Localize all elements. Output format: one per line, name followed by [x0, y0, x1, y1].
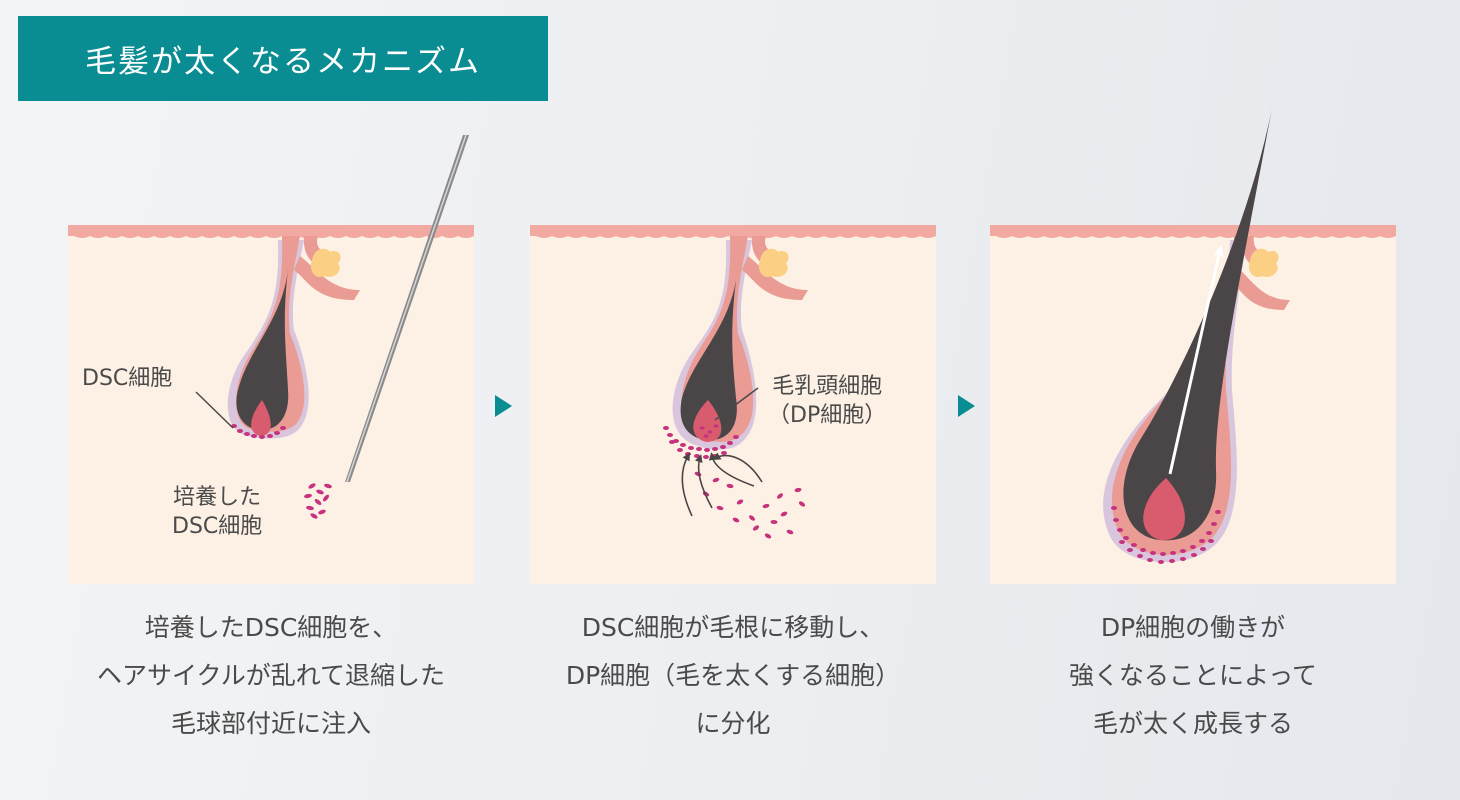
panel-injection: [68, 134, 474, 584]
migration-arrow-icon: [681, 452, 763, 517]
caption-step-3: DP細胞の働きが 強くなることによって 毛が太く成長する: [963, 604, 1423, 748]
caption-step-1: 培養したDSC細胞を、 ヘアサイクルが乱れて退縮した 毛球部付近に注入: [41, 604, 501, 748]
skin-surface: [990, 225, 1396, 238]
label-cultured-dsc-line1: 培養した: [173, 485, 262, 510]
dermal-papilla: [693, 400, 722, 442]
caption-step-3-line: 強くなることによって: [1068, 661, 1317, 690]
hair-shaft: [1123, 108, 1272, 541]
next-step-arrow-icon: [958, 395, 975, 417]
label-cultured-dsc-line2: DSC細胞: [172, 514, 263, 539]
dermal-papilla: [1143, 478, 1185, 541]
label-dermal-papilla-line1: 毛乳頭細胞: [772, 374, 883, 399]
hair-shaft: [680, 280, 737, 440]
label-dermal-papilla-line2: （DP細胞）: [768, 403, 887, 428]
growth-arrow-icon: [1168, 244, 1224, 475]
caption-step-2-line: DP細胞（毛を太くする細胞）: [565, 661, 901, 690]
panel-growth: [990, 108, 1396, 584]
sebaceous-gland: [1248, 248, 1279, 278]
sebaceous-gland: [758, 248, 789, 278]
caption-step-3-line: DP細胞の働きが: [1100, 613, 1286, 642]
caption-step-2: DSC細胞が毛根に移動し、 DP細胞（毛を太くする細胞） に分化: [503, 604, 963, 748]
next-step-arrow-icon: [495, 395, 512, 417]
label-dermal-papilla: 毛乳頭細胞 （DP細胞）: [768, 372, 886, 430]
sebaceous-gland: [310, 248, 341, 278]
migrating-dsc-cells: [694, 471, 806, 539]
diagram-title: 毛髪が太くなるメカニズム: [18, 16, 548, 101]
caption-step-3-line: 毛が太く成長する: [1092, 709, 1293, 738]
dsc-cell-cluster: [231, 424, 286, 439]
caption-step-2-line: DSC細胞が毛根に移動し、: [581, 613, 885, 642]
dermal-papilla: [251, 400, 271, 436]
caption-step-1-line: 培養したDSC細胞を、: [144, 613, 398, 642]
skin-surface: [530, 225, 936, 238]
hair-shaft: [236, 270, 289, 430]
caption-step-2-line: に分化: [695, 709, 771, 738]
label-cultured-dsc: 培養した DSC細胞: [172, 483, 262, 541]
label-dsc-cell: DSC細胞: [82, 366, 173, 391]
panel-migration: [530, 225, 936, 584]
cultured-dsc-cells: [304, 483, 332, 519]
caption-step-1-line: ヘアサイクルが乱れて退縮した: [96, 661, 445, 690]
syringe-needle-icon: [345, 134, 469, 483]
dsc-cell-cluster: [1111, 506, 1221, 564]
caption-step-1-line: 毛球部付近に注入: [170, 709, 371, 738]
skin-surface: [68, 225, 474, 238]
